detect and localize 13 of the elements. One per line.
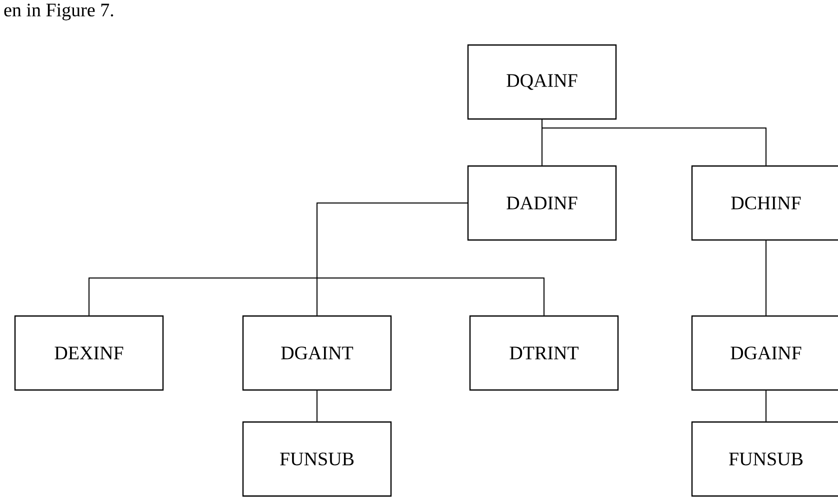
connector-line [542, 119, 766, 166]
module-box: DTRINT [469, 315, 619, 391]
module-box: DADINF [467, 165, 617, 241]
caption-text: en in Figure 7. [4, 4, 114, 20]
module-box: DQAINF [467, 44, 617, 120]
connector-line [316, 202, 544, 316]
module-box: FUNSUB [691, 421, 838, 497]
module-box: DCHINF [691, 165, 838, 241]
module-box: FUNSUB [242, 421, 392, 497]
module-box: DEXINF [14, 315, 164, 391]
connector-line [316, 390, 318, 422]
module-box: DGAINT [242, 315, 392, 391]
module-box: DGAINF [691, 315, 838, 391]
